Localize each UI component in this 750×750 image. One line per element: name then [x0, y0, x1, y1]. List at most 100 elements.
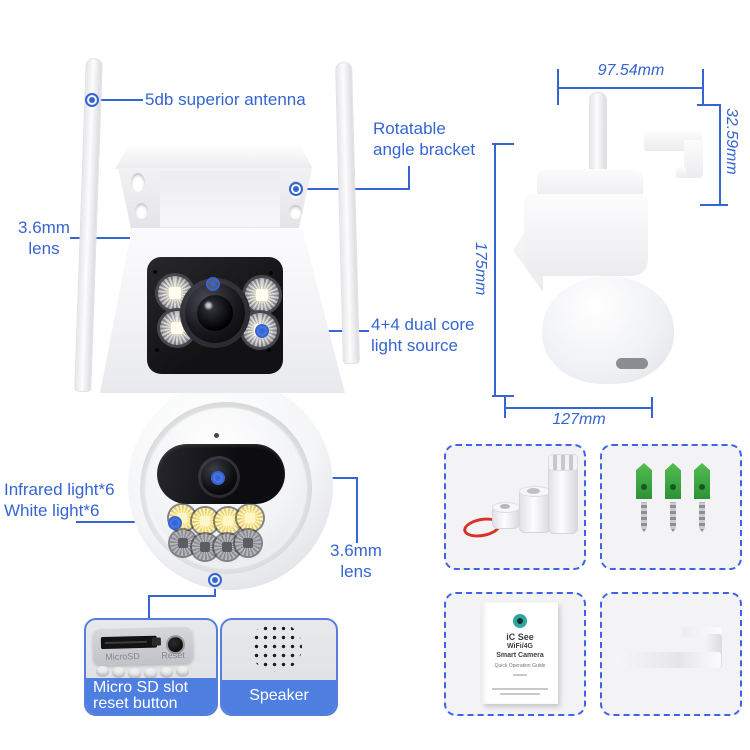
mount-bracket-recess — [160, 171, 280, 227]
white-light-led — [192, 508, 218, 534]
embossed-microsd-text: MicroSD — [105, 651, 140, 662]
manual-fineprint-bar — [492, 688, 548, 690]
face-screw — [155, 348, 159, 352]
mount-bracket-top-plate — [115, 144, 313, 169]
side-ball — [542, 276, 674, 384]
vent-bump — [144, 668, 157, 679]
infrared-led — [192, 534, 218, 560]
top-lens-label-line1: 3.6mm — [18, 218, 70, 237]
wall-anchor — [694, 463, 710, 499]
user-manual: iC See WiFi/4G Smart Camera Quick Operat… — [482, 602, 558, 704]
dimension-body-height: 175mm — [472, 242, 489, 296]
bracket-hole — [135, 203, 148, 219]
mounting-screw — [641, 502, 647, 532]
dimension-tick — [702, 69, 704, 105]
sd-slot-leader-line — [148, 595, 150, 620]
dimension-line — [505, 407, 653, 409]
mic-hole — [214, 433, 219, 438]
head-led — [245, 278, 279, 312]
bracket-leader-line — [408, 166, 410, 190]
infrared-marker-icon — [168, 516, 182, 530]
sd-panel-label-line2: reset button — [93, 695, 178, 712]
vent-bump — [112, 667, 125, 678]
infrared-led — [235, 530, 261, 556]
bracket-label-line1: Rotatable — [373, 119, 446, 138]
side-base-notch — [616, 358, 648, 369]
manual-brand: iC See — [506, 632, 534, 642]
dimension-bracket-drop: 32.59mm — [723, 108, 740, 175]
bracket-hole — [289, 205, 302, 219]
dimension-tick — [492, 143, 514, 145]
bottom-lens-leader-line — [356, 477, 358, 543]
bracket-horizontal-arm — [616, 652, 721, 668]
light-source-marker-icon — [255, 324, 269, 338]
dimension-tick — [492, 395, 514, 397]
dimension-tick — [700, 204, 728, 206]
waterproof-cap-small — [492, 502, 520, 529]
sd-panel-label-band: Micro SD slot reset button — [86, 678, 216, 714]
dimension-tick — [697, 104, 721, 106]
dimension-line — [558, 87, 704, 89]
sd-slot-marker-icon — [208, 573, 222, 587]
top-lens-label-line2: lens — [28, 239, 60, 258]
waterproof-cap-large — [548, 454, 578, 534]
bottom-lens-label-line1: 3.6mm — [330, 541, 382, 560]
mounting-screw — [699, 502, 705, 532]
top-lens-marker-icon — [206, 277, 220, 291]
bracket-label-line2: angle bracket — [373, 140, 476, 159]
side-head-body — [524, 194, 648, 276]
antenna-marker-icon — [85, 93, 99, 107]
white-light-led — [237, 505, 263, 531]
waterproof-cap-medium — [519, 486, 551, 533]
white-light-led — [215, 508, 241, 534]
bracket-top-plate — [682, 627, 722, 637]
sd-slot-leader-line — [214, 586, 216, 597]
embossed-reset-text: Reset — [161, 649, 185, 661]
face-screw — [267, 348, 271, 352]
manual-logo-icon — [513, 614, 527, 628]
vent-bump — [176, 666, 189, 677]
dimension-top-width: 97.54mm — [597, 62, 665, 79]
antenna-label: 5db superior antenna — [145, 90, 306, 109]
dimension-tick — [557, 69, 559, 105]
bracket-leader-line — [302, 188, 410, 190]
vent-bump — [96, 666, 109, 677]
sd-slot-leader-line — [148, 595, 216, 597]
micro-sd-slot — [100, 635, 158, 650]
dimension-base-depth: 127mm — [552, 411, 606, 428]
sd-card-icon — [151, 637, 161, 646]
manual-version-bar — [513, 674, 527, 676]
dimension-line — [719, 104, 721, 206]
face-screw — [153, 270, 157, 274]
infrared-leader-line — [76, 521, 172, 523]
speaker-panel-label-band: Speaker — [222, 680, 336, 714]
vent-bump — [128, 668, 141, 679]
sd-slot-panel: MicroSD Reset Micro SD slot reset button — [84, 618, 218, 716]
sd-slot-plastic-bar: MicroSD Reset — [92, 626, 194, 666]
bottom-lens-label-line2: lens — [340, 562, 372, 581]
head-lens — [180, 278, 250, 348]
dimension-line — [494, 144, 496, 397]
manual-guide-line: Quick Operation Guide — [494, 663, 546, 669]
bottom-lens-marker-icon — [211, 471, 225, 485]
antenna-leader-line — [99, 99, 143, 101]
infrared-label-line2: White light*6 — [4, 501, 100, 520]
wall-anchor — [665, 463, 681, 499]
manual-subtitle1: WiFi/4G — [507, 643, 533, 650]
light-source-label-line2: light source — [371, 336, 458, 355]
manual-fineprint-bar — [500, 693, 540, 695]
sd-panel-label-line1: Micro SD slot — [93, 679, 189, 696]
speaker-hole-grid-icon — [250, 622, 302, 672]
manual-subtitle2: Smart Camera — [496, 652, 544, 659]
head-lens-pupil — [197, 295, 233, 331]
side-bracket-hook — [684, 140, 703, 178]
wall-anchor — [636, 463, 652, 499]
speaker-panel-label: Speaker — [249, 687, 309, 704]
infrared-led — [170, 530, 196, 556]
front-right-antenna — [335, 61, 360, 365]
bracket-marker-icon — [289, 182, 303, 196]
light-source-label-line1: 4+4 dual core — [371, 315, 475, 334]
side-bracket-lip — [676, 167, 686, 178]
dimension-tick — [651, 397, 653, 418]
